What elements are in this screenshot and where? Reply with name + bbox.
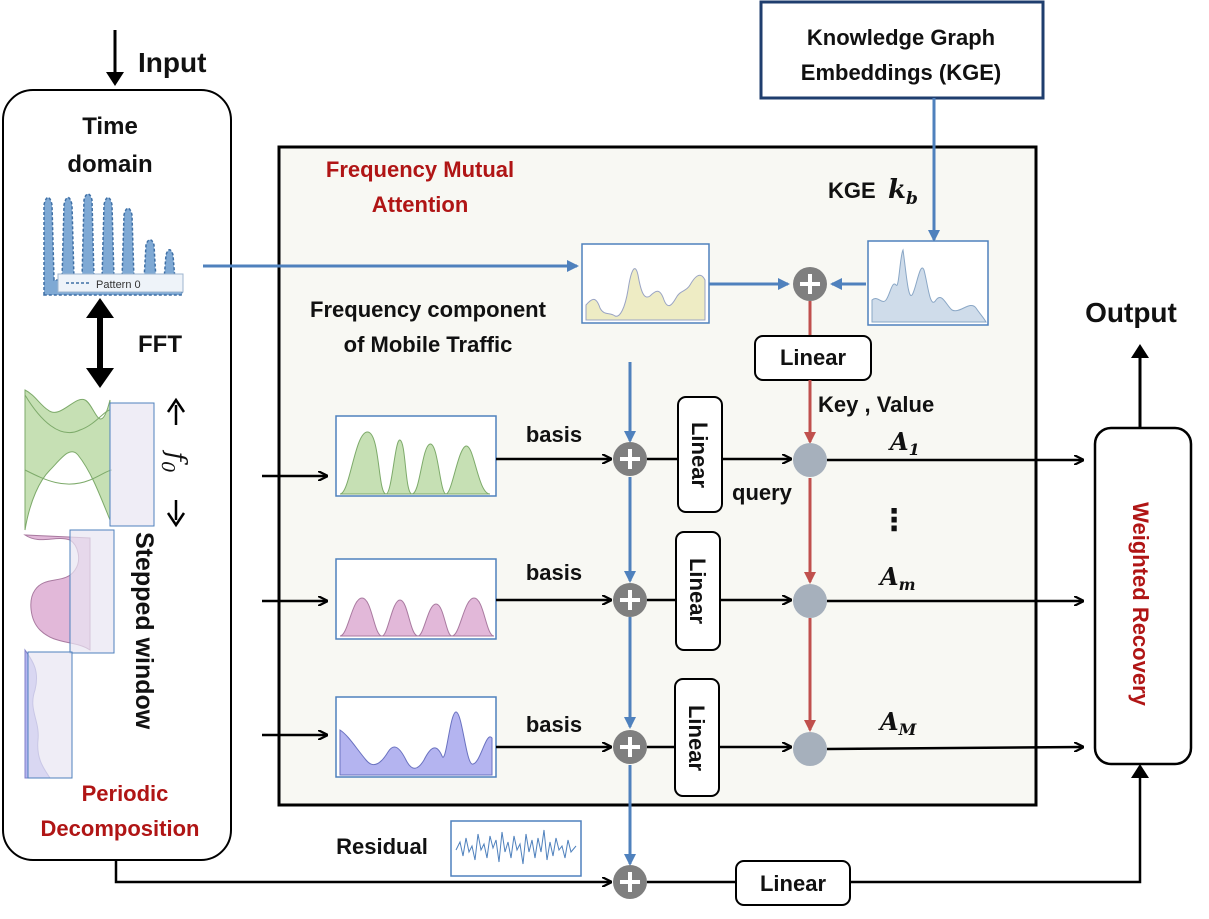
top-plus-node bbox=[793, 267, 827, 301]
pattern-legend: Pattern 0 bbox=[96, 279, 141, 291]
residual-chart bbox=[450, 820, 582, 877]
periodic-label-2: Decomposition bbox=[41, 816, 200, 841]
kb-embedding-chart bbox=[867, 240, 989, 326]
freq-component-label-1: Frequency component bbox=[310, 297, 547, 322]
output-label: Output bbox=[1085, 297, 1177, 328]
kge-box-line2: Embeddings (KGE) bbox=[801, 60, 1001, 85]
f0-double-arrow bbox=[166, 397, 186, 528]
time-domain-label-2: domain bbox=[67, 151, 152, 178]
aM-subscript: M bbox=[898, 720, 918, 739]
f0-subscript: 0 bbox=[157, 461, 178, 472]
row3-linear-box bbox=[674, 678, 720, 797]
aM-label: AM bbox=[878, 707, 918, 739]
row1-basis-label: basis bbox=[526, 422, 582, 447]
kge-box-line1: Knowledge Graph bbox=[807, 25, 995, 50]
bottom-to-recovery-arrowhead bbox=[1131, 764, 1149, 778]
am-label: Am bbox=[878, 562, 916, 594]
fft-double-arrow bbox=[86, 298, 114, 388]
bottom-linear-label: Linear bbox=[760, 871, 826, 896]
kge-small-label: KGE bbox=[828, 178, 876, 203]
residual-label: Residual bbox=[336, 834, 428, 859]
bottom-plus-node bbox=[613, 865, 647, 899]
am-subscript: m bbox=[899, 575, 916, 594]
row2-basis-chart bbox=[335, 558, 497, 640]
row2-linear-box bbox=[675, 531, 721, 651]
row2-basis-label: basis bbox=[526, 560, 582, 585]
row3-basis-label: basis bbox=[526, 712, 582, 737]
top-linear-label: Linear bbox=[780, 345, 846, 370]
a1-label: A1 bbox=[888, 427, 920, 459]
row1-plus-node bbox=[613, 442, 647, 476]
periodic-label-1: Periodic bbox=[82, 781, 169, 806]
weighted-recovery-label: Weighted Recovery bbox=[1128, 502, 1153, 707]
row2-attention-node bbox=[793, 584, 827, 618]
residual-path-arrow bbox=[114, 860, 610, 882]
input-label: Input bbox=[138, 47, 206, 78]
kb-label: kb bbox=[888, 175, 918, 209]
ellipsis: ⋮ bbox=[879, 504, 909, 537]
stepped-window-label: Stepped window bbox=[130, 532, 158, 730]
kb-symbol: k bbox=[888, 175, 906, 205]
query-label: query bbox=[732, 480, 793, 505]
a1-symbol: A bbox=[888, 427, 909, 456]
fma-title-2: Attention bbox=[372, 192, 469, 217]
kge-box bbox=[759, 0, 1045, 100]
bottom-to-recovery-line bbox=[850, 772, 1142, 884]
fft-label: FFT bbox=[138, 331, 182, 358]
input-arrow bbox=[106, 30, 124, 86]
weighted-recovery-box bbox=[1093, 426, 1193, 766]
frequency-component-chart bbox=[581, 243, 710, 324]
am-symbol: A bbox=[878, 562, 899, 591]
row2-plus-node bbox=[613, 583, 647, 617]
frequency-decomposition-chart bbox=[23, 389, 155, 779]
fma-title-1: Frequency Mutual bbox=[326, 157, 514, 182]
time-domain-chart: Pattern 0 bbox=[43, 193, 184, 296]
row2-linear-label: Linear bbox=[685, 558, 710, 624]
row3-output-arrow bbox=[826, 747, 1082, 749]
top-linear-box bbox=[754, 335, 872, 381]
row3-basis-chart bbox=[335, 696, 497, 778]
row3-attention-node bbox=[793, 732, 827, 766]
time-domain-label-1: Time bbox=[82, 113, 138, 140]
key-value-label: Key , Value bbox=[818, 392, 934, 417]
row1-attention-node bbox=[793, 443, 827, 477]
output-arrowhead bbox=[1131, 344, 1149, 358]
row1-basis-chart bbox=[335, 415, 497, 497]
row3-plus-node bbox=[613, 730, 647, 764]
row1-linear-box bbox=[677, 396, 723, 513]
freq-component-label-2: of Mobile Traffic bbox=[344, 332, 513, 357]
row1-linear-label: Linear bbox=[687, 422, 712, 488]
kb-subscript: b bbox=[906, 189, 918, 209]
a1-subscript: 1 bbox=[909, 440, 920, 459]
aM-symbol: A bbox=[878, 707, 899, 736]
row3-linear-label: Linear bbox=[684, 705, 709, 771]
